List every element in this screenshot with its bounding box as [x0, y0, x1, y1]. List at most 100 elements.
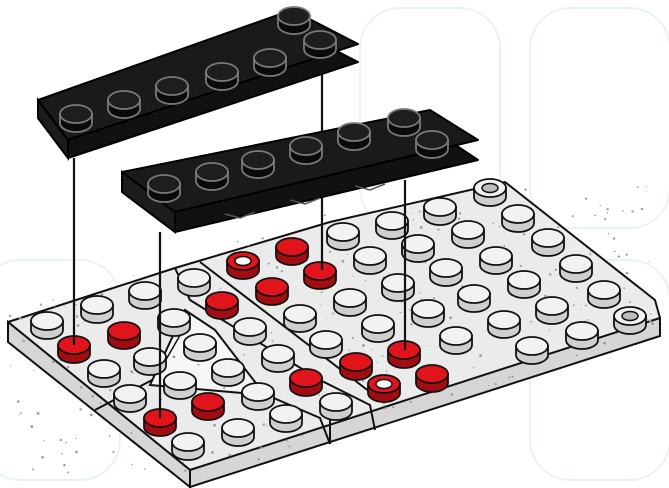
stud [254, 49, 286, 76]
speckle-dot [576, 287, 578, 289]
highlight-stud [276, 238, 308, 265]
highlight-stud [290, 369, 322, 396]
stud [108, 91, 140, 118]
speckle-dot [433, 297, 435, 299]
speckle-dot [201, 474, 202, 475]
stud [474, 179, 506, 206]
highlight-stud [368, 375, 400, 402]
speckle-dot [302, 435, 304, 437]
stud [334, 289, 366, 316]
speckle-dot [100, 402, 102, 404]
stud [320, 393, 352, 420]
stud [81, 296, 113, 323]
stud [290, 137, 322, 164]
speckle-dot [473, 367, 474, 368]
speckle-dot [412, 219, 414, 221]
speckle-dot [523, 233, 525, 235]
speckle-dot [281, 270, 283, 272]
stud [424, 198, 456, 225]
highlight-stud [256, 278, 288, 305]
speckle-dot [377, 362, 378, 363]
speckle-dot [220, 288, 221, 289]
stud [458, 285, 490, 312]
speckle-dot [650, 313, 651, 314]
speckle-dot [585, 305, 587, 307]
speckle-dot [33, 370, 34, 371]
speckle-dot [22, 340, 25, 343]
speckle-dot [604, 218, 606, 220]
stud [156, 77, 188, 104]
speckle-dot [20, 412, 22, 414]
stud [614, 307, 646, 334]
speckle-dot [511, 376, 513, 378]
speckle-dot [272, 340, 274, 342]
speckle-dot [262, 237, 264, 239]
speckle-dot [479, 354, 482, 357]
speckle-dot [419, 211, 421, 213]
speckle-dot [352, 276, 353, 277]
speckle-dot [649, 319, 652, 322]
stud [148, 175, 180, 202]
stud [164, 372, 196, 399]
stud [114, 385, 146, 412]
speckle-dot [91, 395, 94, 398]
speckle-dot [77, 324, 80, 327]
stud [184, 334, 216, 361]
speckle-dot [581, 309, 582, 310]
speckle-dot [558, 265, 559, 266]
speckle-dot [594, 215, 596, 217]
highlight-stud [304, 262, 336, 289]
speckle-dot [197, 364, 199, 366]
stud [412, 300, 444, 327]
stud [488, 311, 520, 338]
speckle-dot [329, 251, 331, 253]
speckle-dot [352, 337, 354, 339]
speckle-dot [67, 366, 70, 369]
speckle-dot [257, 458, 259, 460]
speckle-dot [503, 245, 505, 247]
speckle-dot [631, 210, 633, 212]
speckle-dot [28, 340, 30, 342]
speckle-dot [268, 263, 270, 265]
speckle-dot [19, 414, 20, 415]
stud [388, 109, 420, 136]
speckle-dot [79, 408, 81, 410]
stud [196, 163, 228, 190]
speckle-dot [495, 383, 497, 385]
speckle-dot [112, 451, 114, 453]
speckle-dot [524, 188, 526, 190]
stud [310, 331, 342, 358]
speckle-dot [600, 205, 601, 206]
stud [178, 269, 210, 296]
stud [262, 345, 294, 372]
stud [516, 337, 548, 364]
speckle-dot [371, 349, 372, 350]
speckle-dot [585, 198, 587, 200]
speckle-dot [132, 372, 133, 373]
speckle-dot [37, 412, 40, 415]
speckle-dot [41, 456, 44, 459]
speckle-dot [365, 280, 366, 281]
speckle-dot [243, 354, 245, 356]
highlight-stud [340, 353, 372, 380]
stud [536, 297, 568, 324]
speckle-dot [263, 423, 265, 425]
stud [327, 223, 359, 250]
stud [354, 247, 386, 274]
speckle-dot [622, 210, 624, 212]
speckle-dot [590, 253, 592, 255]
speckle-dot [362, 344, 365, 347]
speckle-dot [75, 451, 78, 454]
speckle-dot [237, 241, 239, 243]
stud [338, 123, 370, 150]
stud [242, 383, 274, 410]
speckle-dot [384, 407, 386, 409]
speckle-dot [458, 218, 460, 220]
speckle-dot [590, 251, 591, 252]
speckle-dot [109, 389, 111, 391]
speckle-dot [437, 229, 439, 231]
speckle-dot [386, 370, 388, 372]
speckle-dot [647, 318, 648, 319]
speckle-dot [449, 317, 452, 320]
highlight-stud [206, 292, 238, 319]
